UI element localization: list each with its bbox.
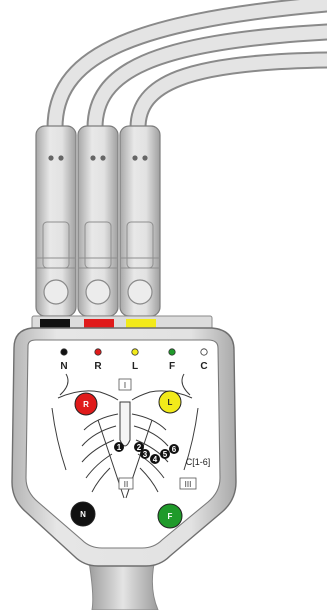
svg-text:R: R: [83, 400, 89, 409]
svg-text:2: 2: [137, 443, 142, 452]
connector-dot-r: [95, 349, 101, 355]
chest-range-label: C[1-6]: [186, 457, 211, 467]
chest-electrode-5: 5: [160, 449, 170, 459]
svg-text:L: L: [168, 398, 173, 407]
plug-connector-left: [36, 126, 76, 316]
connector-label-c: C: [200, 361, 207, 372]
svg-text:N: N: [80, 510, 86, 519]
electrode-r: R: [75, 393, 97, 415]
connector-label-l: L: [132, 361, 138, 372]
chest-electrode-6: 6: [169, 444, 179, 454]
connector-dot-f: [169, 349, 175, 355]
plug-connector-right: [120, 126, 160, 316]
lead-label-2: II: [119, 478, 133, 489]
electrode-l: L: [159, 391, 181, 413]
socket-n: [40, 319, 70, 328]
socket-l: [126, 319, 156, 328]
svg-text:II: II: [124, 480, 128, 489]
connector-dot-c: [201, 349, 207, 355]
chest-electrode-3: 3: [140, 449, 150, 459]
electrode-f: F: [158, 504, 182, 528]
svg-text:I: I: [124, 381, 126, 390]
lead-wires: [55, 4, 327, 128]
svg-text:F: F: [168, 512, 173, 521]
svg-text:6: 6: [172, 445, 177, 454]
connector-dot-l: [132, 349, 138, 355]
connector-label-r: R: [94, 361, 102, 372]
plug-connector-middle: [78, 126, 118, 316]
chest-electrode-1: 1: [114, 442, 124, 452]
connector-label-f: F: [169, 361, 175, 372]
lead-label-3: III: [180, 478, 196, 489]
connector-dot-n: [61, 349, 67, 355]
svg-text:III: III: [185, 480, 192, 489]
svg-text:5: 5: [163, 450, 168, 459]
svg-text:1: 1: [117, 443, 122, 452]
electrode-n: N: [71, 502, 95, 526]
chest-electrode-4: 4: [150, 454, 160, 464]
socket-r: [84, 319, 114, 328]
svg-text:3: 3: [143, 450, 148, 459]
lead-label-1: I: [119, 379, 131, 390]
svg-text:4: 4: [153, 455, 158, 464]
connector-label-n: N: [60, 361, 67, 372]
